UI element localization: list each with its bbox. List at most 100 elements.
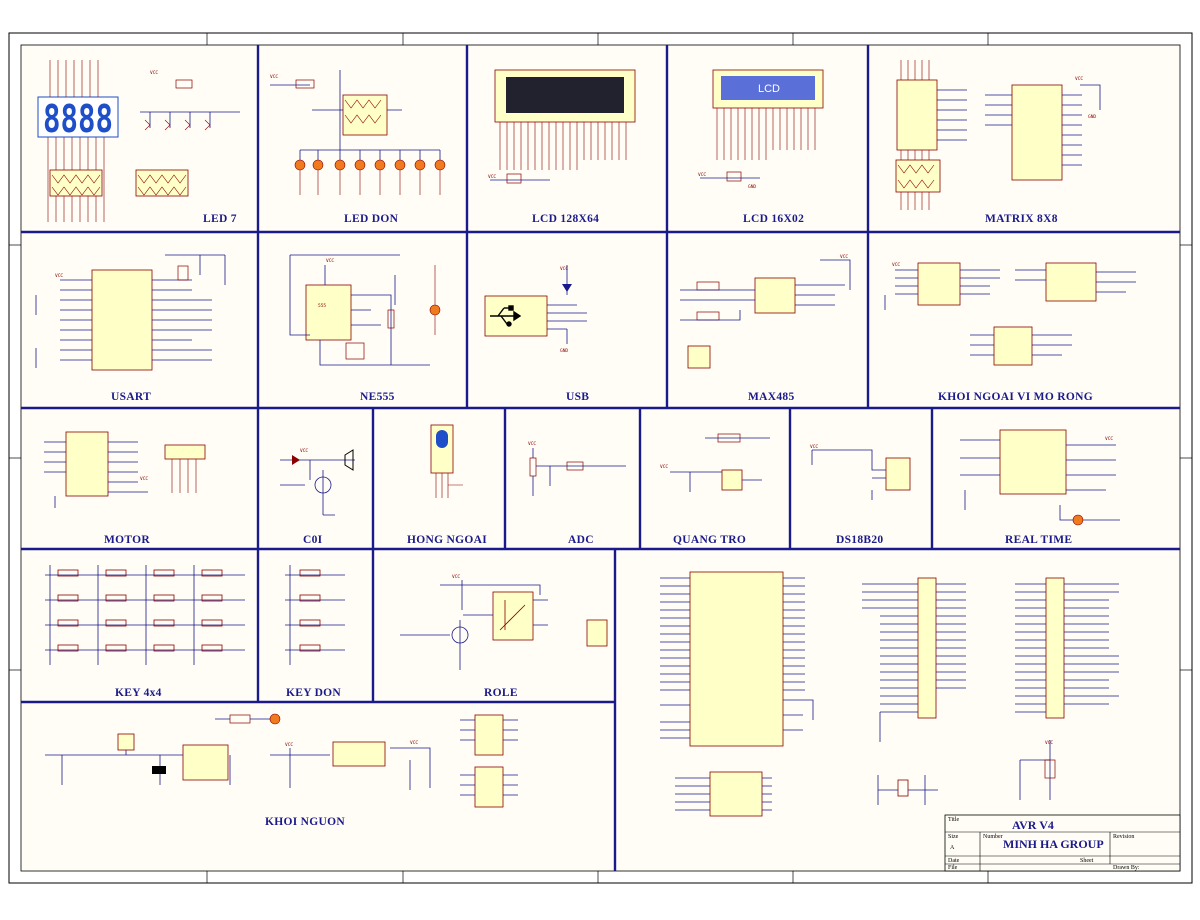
sheet-label: Sheet xyxy=(1080,858,1094,864)
led-7-icon xyxy=(414,159,426,171)
led7-title: LED 7 xyxy=(203,213,237,225)
drawn-label: Drawn By: xyxy=(1113,865,1140,871)
key4x4-block: KEY 4x4 xyxy=(45,565,245,699)
matrix-block: VCC GND MATRIX 8X8 xyxy=(895,60,1101,225)
hong-ngoai-title: HONG NGOAI xyxy=(407,534,487,546)
svg-text:VCC: VCC xyxy=(488,174,496,180)
khoi-nguon-block: VCC VCC KHOI NGUON xyxy=(45,713,518,828)
usb-title: USB xyxy=(566,391,589,403)
company-name: MINH HA GROUP xyxy=(1003,837,1104,851)
adc-title: ADC xyxy=(568,534,594,546)
ne555-title: NE555 xyxy=(360,391,395,403)
ne555-chip-label: 555 xyxy=(318,303,326,309)
quang-tro-title: QUANG TRO xyxy=(673,534,746,546)
role-title: ROLE xyxy=(484,687,518,699)
power-led-icon xyxy=(269,713,281,725)
led-6-icon xyxy=(394,159,406,171)
coi-title: C0I xyxy=(303,534,323,546)
khoi-ngoai-title: KHOI NGOAI VI MO RONG xyxy=(938,391,1093,403)
size-label: Size xyxy=(948,834,959,840)
border-zone-ticks xyxy=(9,33,1192,883)
quang-tro-block: VCC QUANG TRO xyxy=(660,433,770,546)
key4x4-title: KEY 4x4 xyxy=(115,687,162,699)
led-don-block: VCC LED DON xyxy=(270,70,446,225)
real-time-led-icon xyxy=(1072,514,1084,526)
seven-segment-display xyxy=(37,96,119,138)
lcd128-screen xyxy=(506,77,624,113)
svg-text:VCC: VCC xyxy=(560,266,568,272)
motor-block: VCC MOTOR xyxy=(44,431,206,546)
ne555-block: 555 VCC NE555 xyxy=(289,254,441,403)
svg-text:GND: GND xyxy=(560,348,568,354)
number-label: Number xyxy=(983,834,1003,840)
title-value: AVR V4 xyxy=(1012,818,1054,832)
lcd16-screen xyxy=(721,76,815,100)
led-1-icon xyxy=(294,159,306,171)
led-3-icon xyxy=(334,159,346,171)
svg-text:VCC: VCC xyxy=(698,172,706,178)
usb-symbol-icon xyxy=(490,305,522,327)
svg-text:VCC: VCC xyxy=(528,441,536,447)
mcu-block: VCC xyxy=(660,571,1119,817)
hong-ngoai-block: HONG NGOAI xyxy=(407,424,487,546)
seven-segment-digits: 8888 xyxy=(43,97,113,141)
svg-text:VCC: VCC xyxy=(55,273,63,279)
title-label: Title xyxy=(948,817,959,823)
real-time-block: VCC REAL TIME xyxy=(960,429,1120,546)
lcd16-screen-text: LCD xyxy=(758,83,780,95)
buzzer-icon xyxy=(344,449,354,471)
max485-title: MAX485 xyxy=(748,391,795,403)
led-5-icon xyxy=(374,159,386,171)
svg-text:VCC: VCC xyxy=(1105,436,1113,442)
usart-title: USART xyxy=(111,391,151,403)
lcd128-title: LCD 128X64 xyxy=(532,213,599,225)
svg-text:VCC: VCC xyxy=(150,70,158,76)
led-don-title: LED DON xyxy=(344,213,399,225)
svg-text:VCC: VCC xyxy=(892,262,900,268)
svg-text:VCC: VCC xyxy=(285,742,293,748)
size-value: A xyxy=(950,845,955,851)
key-don-title: KEY DON xyxy=(286,687,341,699)
led-8-icon xyxy=(434,159,446,171)
svg-text:GND: GND xyxy=(748,184,756,190)
khoi-ngoai-block: VCC KHOI NGOAI VI MO RONG xyxy=(884,262,1136,403)
usb-block: VCC GND USB xyxy=(484,265,589,403)
khoi-nguon-title: KHOI NGUON xyxy=(265,816,345,828)
led-2-icon xyxy=(312,159,324,171)
svg-text:VCC: VCC xyxy=(326,258,334,264)
key-don-block: KEY DON xyxy=(285,565,345,699)
svg-text:VCC: VCC xyxy=(270,74,278,80)
ds18b20-title: DS18B20 xyxy=(836,534,883,546)
svg-text:VCC: VCC xyxy=(300,448,308,454)
revision-label: Revision xyxy=(1113,834,1134,840)
lcd128-block: VCC LCD 128X64 xyxy=(488,69,636,225)
matrix-title: MATRIX 8X8 xyxy=(985,213,1058,225)
svg-text:VCC: VCC xyxy=(840,254,848,260)
led7-block: 8888 VCC LED 7 xyxy=(37,60,240,225)
svg-text:GND: GND xyxy=(1088,114,1096,120)
title-block: Title AVR V4 Size A Number MINH HA GROUP… xyxy=(944,814,1181,872)
svg-text:VCC: VCC xyxy=(140,476,148,482)
ds18b20-block: VCC DS18B20 xyxy=(810,444,911,546)
svg-text:VCC: VCC xyxy=(1045,740,1053,746)
adc-block: VCC ADC xyxy=(528,441,626,546)
led-4-icon xyxy=(354,159,366,171)
block-dividers xyxy=(21,45,1180,871)
svg-text:VCC: VCC xyxy=(452,574,460,580)
lcd16-block: LCD VCC GND LCD 16X02 xyxy=(698,69,824,225)
file-label: File xyxy=(948,865,958,871)
svg-text:VCC: VCC xyxy=(810,444,818,450)
svg-text:VCC: VCC xyxy=(410,740,418,746)
max485-block: VCC MAX485 xyxy=(680,254,851,403)
role-block: VCC ROLE xyxy=(400,574,608,699)
atmega-chip xyxy=(689,571,784,747)
svg-text:VCC: VCC xyxy=(1075,76,1083,82)
ne555-led-icon xyxy=(429,304,441,316)
coi-block: VCC C0I xyxy=(280,448,355,546)
motor-title: MOTOR xyxy=(104,534,150,546)
relay xyxy=(492,591,534,641)
date-label: Date xyxy=(948,858,960,864)
lcd16-title: LCD 16X02 xyxy=(743,213,804,225)
usart-block: VCC USART xyxy=(35,254,226,403)
svg-text:VCC: VCC xyxy=(660,464,668,470)
